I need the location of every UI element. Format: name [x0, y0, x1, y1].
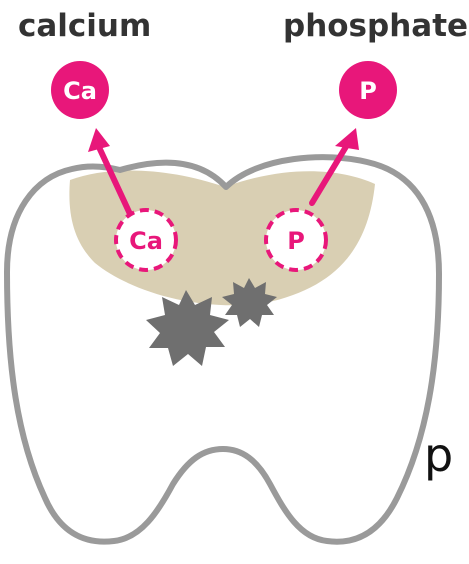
calcium-released-icon: Ca: [51, 61, 109, 119]
phosphate-released-label: P: [359, 77, 377, 105]
cutoff-text: p: [424, 428, 453, 482]
calcium-leaching-label: Ca: [129, 227, 163, 255]
calcium-caption: calcium: [18, 8, 151, 44]
calcium-leaching-icon: Ca: [116, 210, 176, 270]
phosphate-leaching-label: P: [287, 227, 305, 255]
calcium-released-label: Ca: [63, 77, 97, 105]
phosphate-released-icon: P: [339, 61, 397, 119]
phosphate-leaching-icon: P: [266, 210, 326, 270]
phosphate-caption: phosphate: [283, 8, 468, 44]
